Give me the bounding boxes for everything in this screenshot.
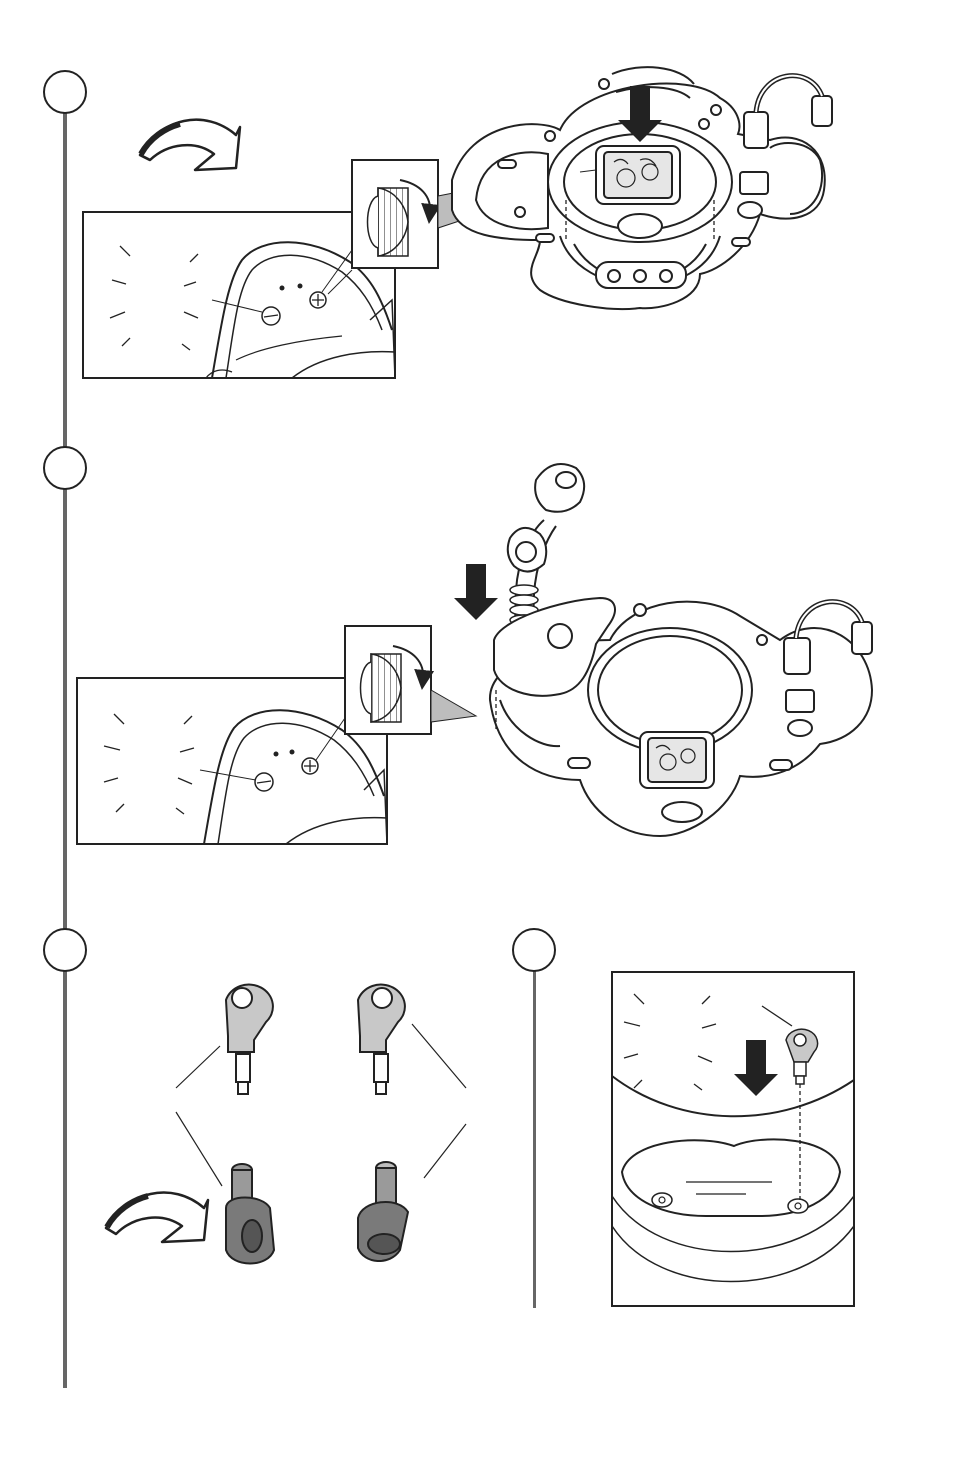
step-3 — [106, 985, 466, 1264]
step-4 — [612, 972, 854, 1306]
step-number-3 — [43, 928, 87, 972]
step-1 — [83, 67, 832, 378]
stabilizer-pins — [176, 985, 466, 1264]
step-number-1 — [43, 70, 87, 114]
step-number-2 — [43, 446, 87, 490]
base-underside-detail — [83, 212, 395, 378]
turn-over-arrow-icon-2 — [106, 1193, 208, 1242]
base-underside-detail-2 — [77, 678, 387, 844]
step-number-4 — [512, 928, 556, 972]
step-2 — [77, 464, 872, 844]
pin-insertion-detail — [612, 972, 854, 1306]
turn-over-arrow-icon — [140, 120, 240, 170]
toy-station-insert — [490, 464, 872, 836]
step-rail-right — [533, 960, 536, 1308]
step-rail-left — [63, 90, 67, 1388]
down-arrow-icon-2 — [454, 564, 498, 620]
